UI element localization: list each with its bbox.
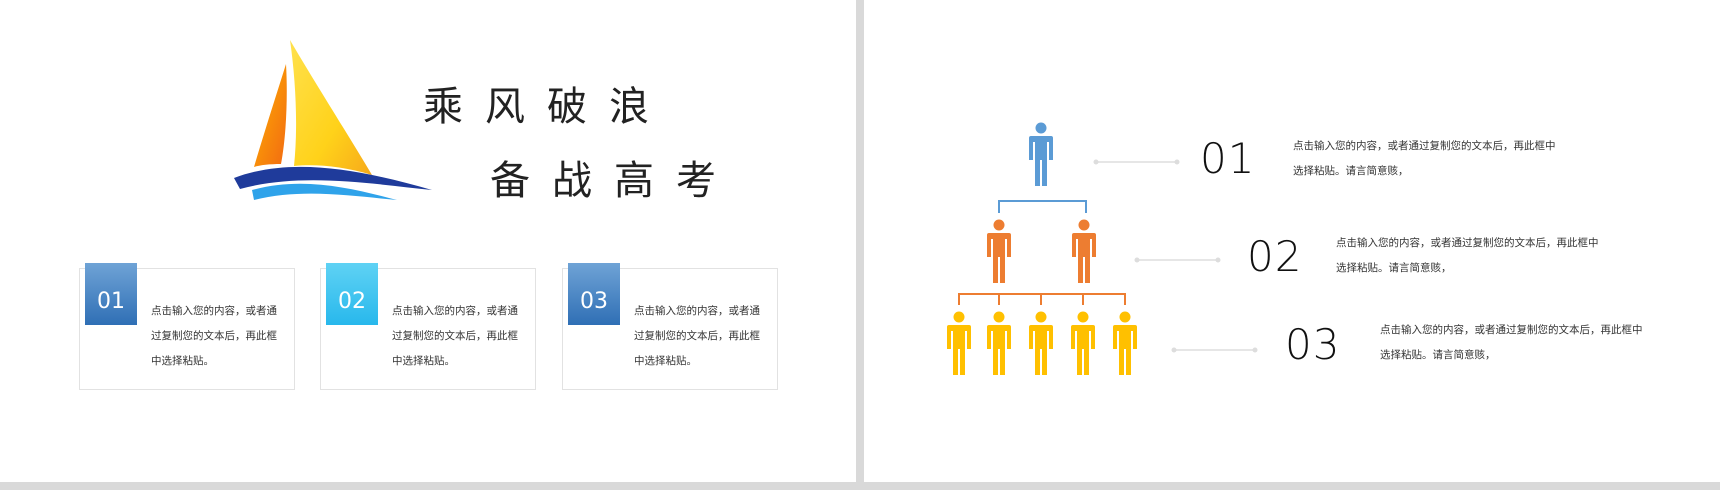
person-icon [987,219,1011,283]
info-card-1[interactable]: 01 点击输入您的内容，或者通过复制您的文本后，再此框中选择粘贴。 [79,263,295,390]
connector-tier-2 [958,293,1126,305]
large-sail [290,40,372,175]
step-text-1[interactable]: 点击输入您的内容，或者通过复制您的文本后，再此框中选择粘贴。请言简意赅， [1293,140,1556,177]
info-card-2[interactable]: 02 点击输入您的内容，或者通过复制您的文本后，再此框中选择粘贴。 [320,263,536,390]
step-number-3: 03 [1285,320,1341,369]
card-number-badge: 03 [568,263,620,325]
title-line-2: 备战高考 [490,158,738,204]
pointer-lines [1096,161,1255,351]
small-sail [254,64,287,167]
people-hierarchy-diagram [947,122,1258,375]
card-number-badge: 01 [85,263,137,325]
step-text-2[interactable]: 点击输入您的内容，或者通过复制您的文本后，再此框中选择粘贴。请言简意赅， [1336,237,1599,274]
card-text[interactable]: 点击输入您的内容，或者通过复制您的文本后，再此框中选择粘贴。 [151,305,277,367]
step-text-3[interactable]: 点击输入您的内容，或者通过复制您的文本后，再此框中选择粘贴。请言简意赅， [1380,324,1643,361]
step-number-2: 02 [1247,232,1303,281]
info-card-3[interactable]: 03 点击输入您的内容，或者通过复制您的文本后，再此框中选择粘贴。 [562,263,778,390]
slide-left[interactable]: 乘风破浪 备战高考 01 点击输入您的内容，或者通过复制您的文本后，再此框中选择… [0,0,856,482]
pointer-dots [1093,159,1258,353]
person-icon [1072,219,1096,283]
person-icon [1029,122,1053,186]
title-line-1: 乘风破浪 [423,84,671,130]
card-text[interactable]: 点击输入您的内容，或者通过复制您的文本后，再此框中选择粘贴。 [392,305,518,367]
slide-right[interactable]: 01 点击输入您的内容，或者通过复制您的文本后，再此框中选择粘贴。请言简意赅， … [864,0,1720,482]
card-text[interactable]: 点击输入您的内容，或者通过复制您的文本后，再此框中选择粘贴。 [634,305,760,367]
person-icon [1029,311,1053,375]
person-icon [1113,311,1137,375]
wave-light [252,183,397,200]
person-icon [1071,311,1095,375]
connector-tier-1 [998,200,1087,213]
wave-dark [234,166,432,190]
person-icon [947,311,971,375]
card-number-badge: 02 [326,263,378,325]
step-number-1: 01 [1200,134,1256,183]
person-icon [987,311,1011,375]
sailboat-logo [234,40,432,200]
